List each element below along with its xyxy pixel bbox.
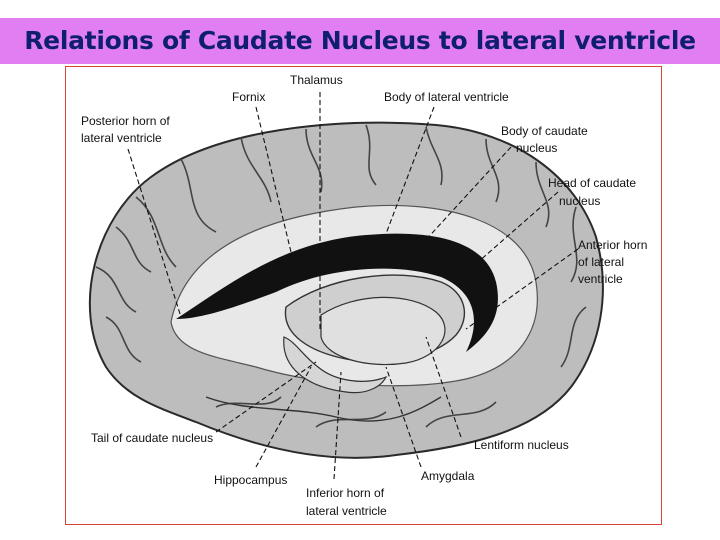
brain-figure: Thalamus Fornix Body of lateral ventricl… xyxy=(65,66,662,525)
label-body-caudate-line2: nucleus xyxy=(516,141,558,155)
label-posterior-horn-line2: lateral ventricle xyxy=(81,131,162,145)
gyri-lines xyxy=(95,124,587,428)
label-amygdala: Amygdala xyxy=(421,469,475,483)
label-anterior-horn-line1: Anterior horn xyxy=(578,238,648,252)
label-tail-caudate: Tail of caudate nucleus xyxy=(91,431,214,445)
lateral-ventricle xyxy=(176,233,498,352)
title-bar: Relations of Caudate Nucleus to lateral … xyxy=(0,18,720,64)
hippocampus-shape xyxy=(283,336,388,394)
label-inferior-horn-line2: lateral ventricle xyxy=(306,504,387,518)
leader-lines xyxy=(127,92,579,480)
label-anterior-horn-line2: of lateral xyxy=(578,255,625,269)
brain-illustration xyxy=(88,92,604,480)
label-body-lateral-ventricle: Body of lateral ventricle xyxy=(384,90,509,104)
label-head-caudate-line1: Head of caudate xyxy=(548,176,637,190)
label-inferior-horn-line1: Inferior horn of xyxy=(306,486,385,500)
label-lentiform-nucleus: Lentiform nucleus xyxy=(474,438,569,452)
label-fornix: Fornix xyxy=(232,90,266,104)
label-anterior-horn-line3: ventricle xyxy=(578,272,623,286)
temporal-lobe xyxy=(205,396,442,422)
label-thalamus: Thalamus xyxy=(290,73,343,87)
lentiform-shape xyxy=(320,296,446,366)
slide-title: Relations of Caudate Nucleus to lateral … xyxy=(24,26,696,55)
label-head-caudate-line2: nucleus xyxy=(559,194,601,208)
label-posterior-horn-line1: Posterior horn of xyxy=(81,114,170,128)
label-body-caudate-line1: Body of caudate xyxy=(501,124,588,138)
label-hippocampus: Hippocampus xyxy=(214,473,288,487)
